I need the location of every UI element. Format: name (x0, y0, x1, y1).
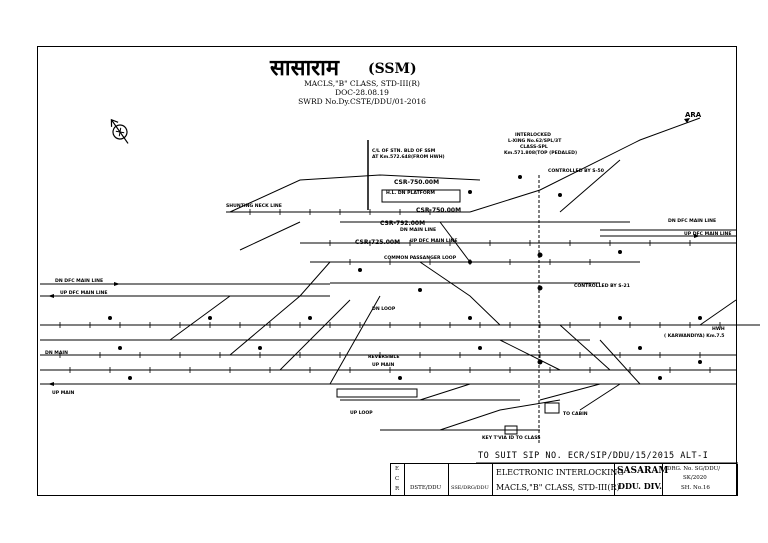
dste-label: DSTE/DDU (410, 485, 442, 491)
dn-main-left-label: DN MAIN (45, 351, 68, 356)
title-block: E C R DSTE/DDU SSE/DRG/DDU ELECTRONIC IN… (390, 463, 738, 496)
arrow-icon (48, 294, 54, 298)
to-cabin-label: TO CABIN (563, 412, 588, 417)
title-block-drg: DRG. No. SG/DDU/ SK/2020 SH. No.16 (663, 464, 738, 496)
karwandiya-label: ( KARWANDIYA) Km.7.5 (664, 334, 725, 339)
hl-platform-box (381, 189, 461, 203)
ecr-c: C (395, 476, 400, 482)
csr-label-4: CSR-725.00M (355, 239, 401, 246)
sse-label: SSE/DRG/DDU (451, 485, 489, 491)
hwh-label: HWH (712, 327, 725, 332)
arrow-icon (684, 118, 690, 123)
upper-curve (229, 174, 481, 213)
drawing-border (37, 46, 737, 496)
lxing-number: L-XING No.62/SPL/3T (508, 139, 562, 144)
up-dfc-main-right: UP DFC MAIN LINE (684, 232, 732, 237)
dn-loop-label: DN LOOP (372, 307, 396, 312)
dn-main-label: DN MAIN LINE (400, 228, 437, 233)
up-dfc-main-left: UP DFC MAIN LINE (60, 291, 108, 296)
centre-line-label: C/L OF STN. BLD OF SSM (372, 149, 436, 154)
common-loop-label: COMMON PASSANGER LOOP (384, 256, 457, 261)
ara-line (469, 117, 701, 213)
up-loop-label: UP LOOP (350, 411, 373, 416)
controlled-s50-label: CONTROLLED BY S-50 (548, 169, 604, 174)
division-label: DDU. DIV. (618, 481, 662, 491)
ara-label: ARA (685, 111, 702, 119)
arrow-icon (48, 382, 54, 386)
header-doc-date: DOC-28.08.19 (335, 88, 389, 97)
key-label: KEY T'VIA ID TO CLASS (482, 436, 541, 441)
dn-dfc-main-left: DN DFC MAIN LINE (55, 279, 104, 284)
station-label: SASARAM (617, 466, 669, 476)
up-main-left-label: UP MAIN (52, 391, 75, 396)
centre-line-km: AT Km.572.648(FROM HWH) (372, 155, 445, 160)
header-class: MACLS,"B" CLASS, STD-III(R) (304, 79, 420, 88)
title-block-ecr: E C R (391, 464, 405, 496)
csr-label-1: CSR-750.00M (394, 179, 440, 186)
csr-label-2: CSR-750.00M (416, 207, 462, 214)
reversible-label: REVERSIBLE (368, 355, 400, 360)
title-block-sse: SSE/DRG/DDU (449, 464, 493, 496)
drg-sk: SK/2020 (683, 475, 707, 481)
shunting-neck-label: SHUNTING NECK LINE (226, 204, 282, 209)
arrow-icon (114, 282, 120, 286)
title-block-dste: DSTE/DDU (405, 464, 449, 496)
signal-posts (59, 209, 721, 373)
title-block-station: SASARAM DDU. DIV. (615, 464, 668, 496)
ecr-r: R (395, 486, 400, 492)
north-arrow-icon (110, 118, 129, 144)
title-line-2: MACLS,"B" CLASS, STD-III(R) (496, 483, 620, 492)
interlocked-label: INTERLOCKED (515, 133, 551, 138)
key-box (504, 425, 518, 435)
header-swrd-number: SWRD No.Dy.CSTE/DDU/01-2016 (298, 97, 426, 106)
controlled-s21-label: CONTROLLED BY S-21 (574, 284, 630, 289)
title-line-1: ELECTRONIC INTERLOCKING (496, 468, 624, 477)
lxing-km: Km.571.808(TOP (PEDALED) (504, 151, 578, 156)
up-main-mid-label: UP MAIN (372, 363, 395, 368)
csr-label-3: CSR-792.00M (380, 220, 426, 227)
hl-platform-label: H.L. DN PLATFORM (386, 191, 435, 196)
up-dfc-main-label: UP DFC MAIN LINE (410, 239, 458, 244)
sip-reference: TO SUIT SIP NO. ECR/SIP/DDU/15/2015 ALT-… (478, 451, 709, 461)
arrow-icon (694, 234, 700, 238)
station-name-hindi: सासाराम (270, 56, 339, 81)
dn-dfc-main-right: DN DFC MAIN LINE (668, 219, 717, 224)
up-platform-box (336, 388, 418, 398)
title-block-title: ELECTRONIC INTERLOCKING MACLS,"B" CLASS,… (493, 464, 624, 496)
ecr-e: E (395, 466, 400, 472)
sheet-number: SH. No.16 (681, 485, 710, 491)
station-code: (SSM) (368, 61, 417, 77)
drg-number: DRG. No. SG/DDU/ (667, 466, 721, 472)
lxing-class: CLASS-SPL (520, 145, 548, 150)
signal-heads (108, 175, 702, 380)
cabin-box (544, 402, 560, 414)
